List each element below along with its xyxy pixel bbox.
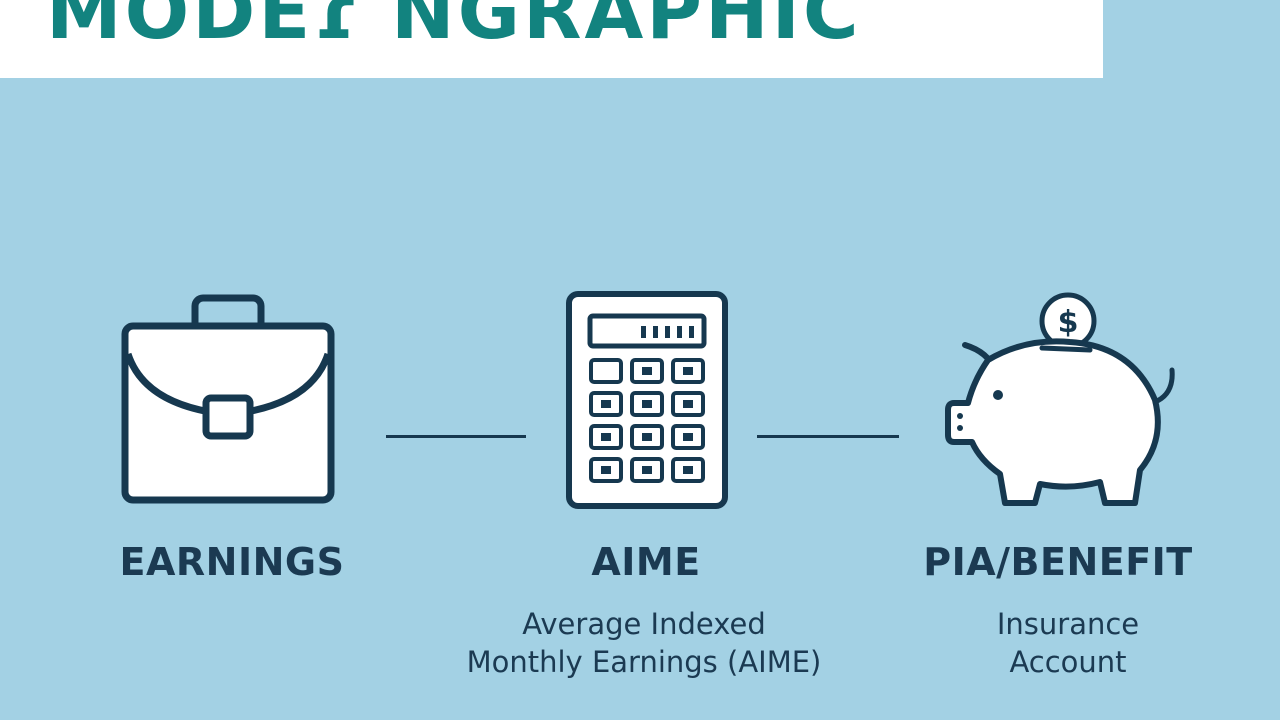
step-subtitle-pia-line1: Insurance (996, 607, 1140, 641)
step-subtitle-aime-line2: Monthly Earnings (AIME) (466, 645, 822, 679)
svg-text:$: $ (1058, 305, 1079, 340)
step-title-pia-benefit: PIA/BENEFIT (923, 540, 1193, 584)
piggy-bank-icon: $ (940, 290, 1180, 515)
calculator-icon (565, 290, 729, 510)
step-title-aime: AIME (591, 540, 701, 584)
header-banner: MODEɾ NGRAPHIC (0, 0, 1103, 78)
step-subtitle-aime-line1: Average Indexed (522, 607, 766, 641)
connector-line-left (386, 435, 526, 438)
connector-line-right (757, 435, 899, 438)
page-title: MODEɾ NGRAPHIC (46, 0, 862, 56)
step-subtitle-pia-line2: Account (1009, 645, 1127, 679)
step-title-earnings: EARNINGS (119, 540, 345, 584)
briefcase-icon (118, 292, 338, 507)
